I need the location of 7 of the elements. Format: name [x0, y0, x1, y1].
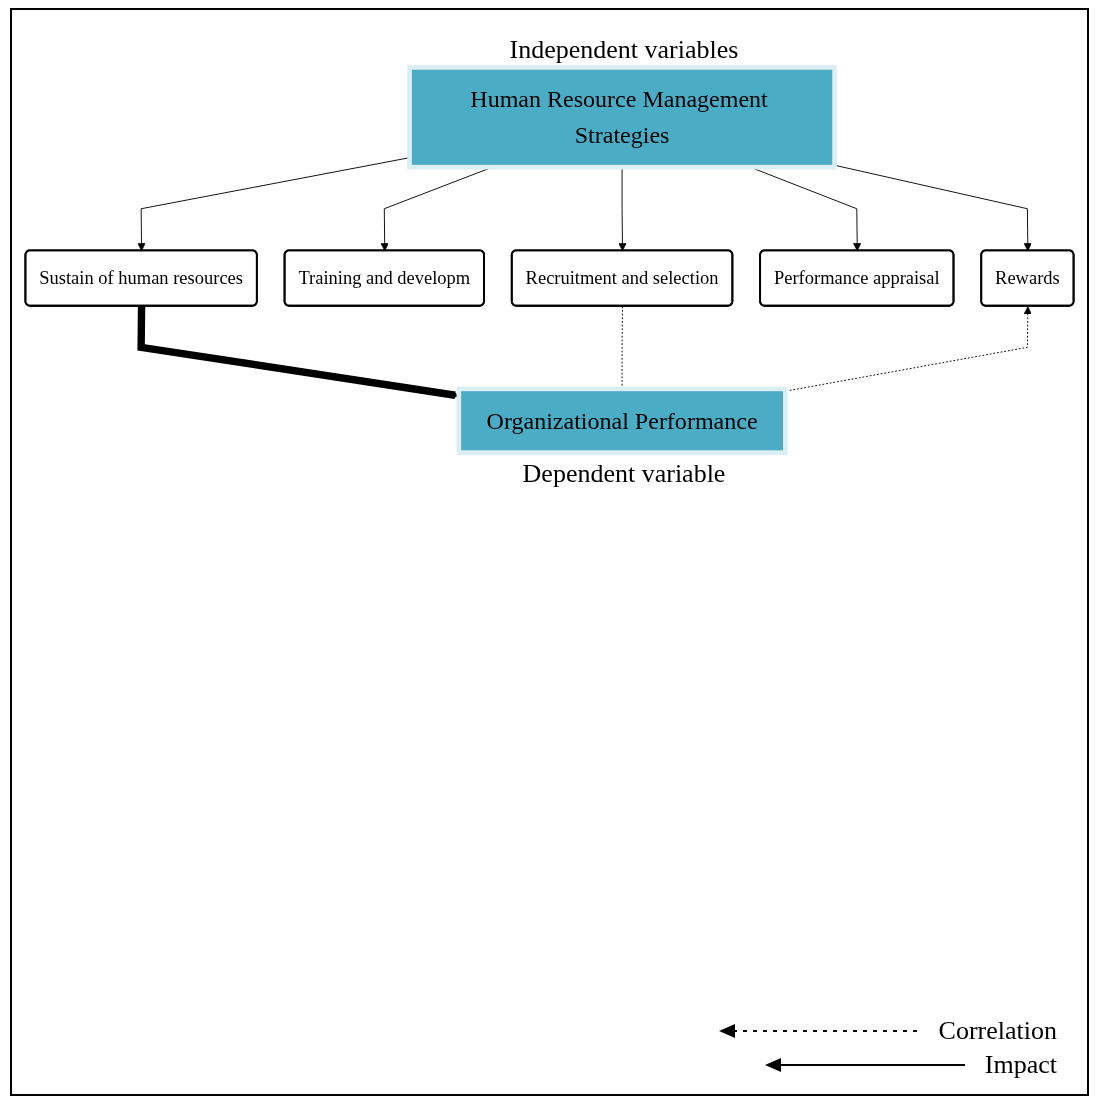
node-box: Human Resource Management Strategies [407, 65, 837, 170]
variable-caption: Dependent variable [522, 458, 726, 489]
arrow [137, 306, 460, 399]
legend-label: Impact [984, 1050, 1057, 1080]
legend-label: Correlation [938, 1016, 1057, 1046]
variable-caption: Independent variables [509, 35, 739, 66]
node-box: Organizational Performance [456, 386, 788, 455]
